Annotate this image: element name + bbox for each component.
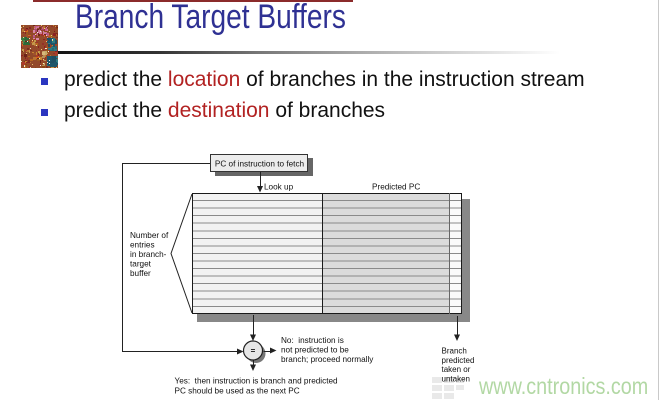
svg-text:Look up: Look up bbox=[264, 183, 294, 192]
svg-text:taken or: taken or bbox=[442, 365, 471, 374]
svg-text:in branch-: in branch- bbox=[130, 250, 167, 259]
svg-text:Branch: Branch bbox=[442, 347, 467, 356]
svg-text:target: target bbox=[130, 260, 152, 269]
svg-text:Predicted PC: Predicted PC bbox=[372, 183, 420, 192]
svg-text:predicted: predicted bbox=[442, 356, 475, 365]
svg-text:Number of: Number of bbox=[130, 231, 169, 240]
svg-text:Yes: then instruction is bran: Yes: then instruction is branch and pred… bbox=[175, 377, 339, 386]
svg-text:buffer: buffer bbox=[130, 269, 151, 278]
svg-text:=: = bbox=[251, 347, 256, 356]
svg-text:PC should be used as the next: PC should be used as the next PC bbox=[175, 387, 300, 396]
svg-text:branch; proceed normally: branch; proceed normally bbox=[281, 355, 374, 364]
svg-text:untaken: untaken bbox=[442, 374, 470, 383]
svg-text:PC of instruction to fetch: PC of instruction to fetch bbox=[215, 160, 305, 169]
svg-text:No: instruction is: No: instruction is bbox=[281, 336, 344, 345]
svg-text:entries: entries bbox=[130, 241, 155, 250]
svg-text:not predicted to be: not predicted to be bbox=[281, 346, 349, 355]
